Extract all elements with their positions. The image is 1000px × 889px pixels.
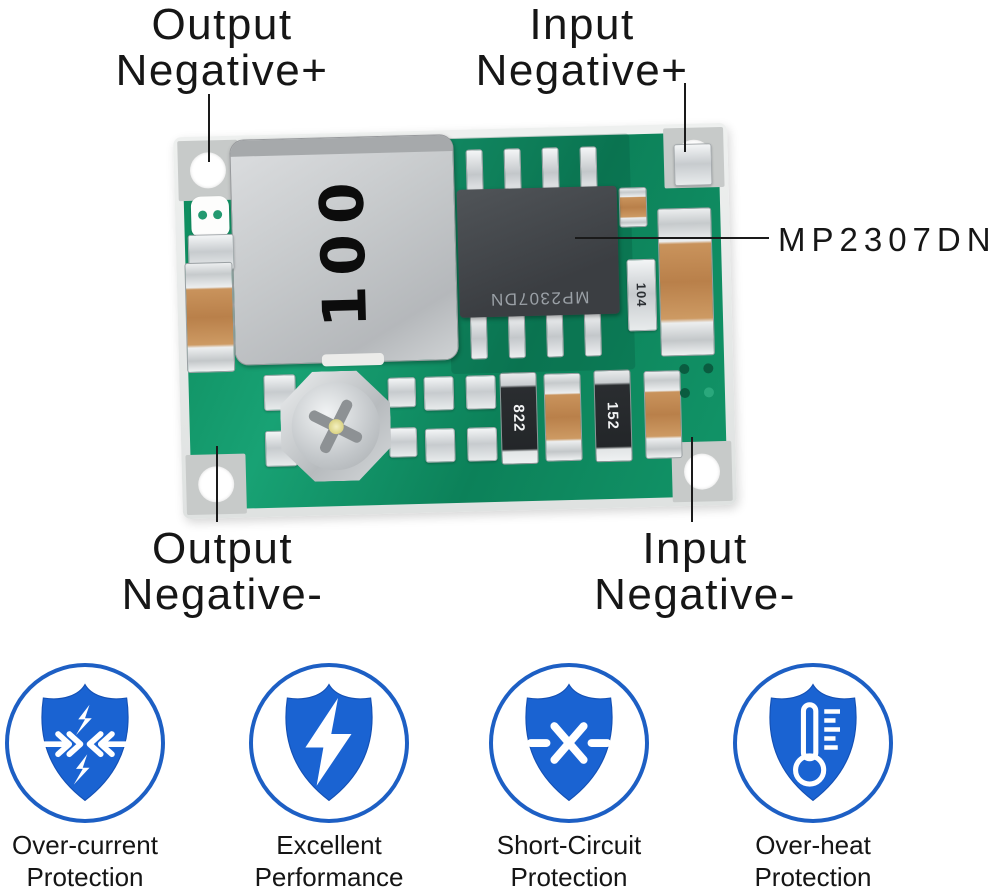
badge-label: Over-heat Protection (754, 830, 872, 889)
callout-line: Negative+ (475, 46, 689, 95)
callout-line: Negative- (121, 570, 324, 619)
chip-pin (507, 312, 526, 359)
inward-arrows-bolt-icon (39, 731, 131, 758)
leader-line-chip (575, 237, 769, 239)
badge-excellent-performance: Excellent Performance (249, 663, 413, 889)
leader-line-top-left (208, 94, 210, 162)
badge-circle (733, 663, 893, 823)
capacitor-left (184, 261, 236, 374)
component-104: 104 (626, 258, 658, 332)
badge-over-current: Over-current Protection (5, 663, 169, 889)
badge-circle (489, 663, 649, 823)
resistor-152: 152 (593, 369, 633, 463)
callout-line: Negative+ (115, 46, 329, 95)
shield-icon (285, 683, 373, 802)
lightning-bolt-icon (305, 698, 352, 786)
shield-icon (769, 683, 857, 802)
badge-label: Excellent Performance (254, 830, 404, 889)
leader-line-bottom-left (216, 446, 218, 522)
solder-pad (423, 376, 455, 411)
badge-label: Over-current Protection (12, 830, 158, 889)
shield-icon (39, 683, 131, 802)
chip-pin (545, 311, 564, 358)
callout-input-positive: Input Negative+ (462, 2, 702, 94)
shield-icon (525, 683, 613, 802)
callout-line: Input (642, 524, 748, 573)
badge-circle (249, 663, 409, 823)
capacitor-bottom-2 (643, 370, 683, 460)
badge-over-heat: Over-heat Protection (733, 663, 897, 889)
short-circuit-x-icon (526, 722, 612, 764)
badge-label: Short-Circuit Protection (496, 830, 642, 889)
callout-line: Negative- (594, 570, 796, 619)
logo-dot (213, 210, 223, 220)
callout-line: Input (529, 0, 635, 49)
callout-output-negative: Output Negative- (105, 526, 340, 618)
small-bolt-icon (76, 704, 92, 736)
callout-line: Output (151, 0, 293, 49)
leader-line-top-right (684, 83, 686, 152)
callout-input-negative: Input Negative- (575, 526, 815, 618)
inductor-marking: 100 (307, 171, 382, 329)
logo-dot (198, 210, 208, 220)
callout-output-positive: Output Negative+ (107, 2, 337, 94)
regulator-chip: MP2307DN (456, 185, 620, 318)
thermometer-icon (793, 702, 840, 787)
pcb-module: 100 MP2307DN 104 (173, 122, 737, 520)
trimmer-potentiometer (279, 370, 392, 483)
badge-short-circuit: Short-Circuit Protection (489, 663, 653, 889)
capacitor-right (657, 207, 715, 357)
capacitor-small-top (618, 186, 648, 228)
chip-pin (469, 313, 489, 360)
callout-line: Output (151, 524, 294, 573)
resistor-822: 822 (499, 371, 539, 465)
leader-line-bottom-right (691, 437, 693, 522)
solder-pad (424, 428, 456, 463)
badge-circle (5, 663, 165, 823)
inductor: 100 (229, 133, 460, 367)
chip-pin (583, 310, 602, 357)
callout-chip-name: MP2307DN (778, 221, 997, 258)
silkscreen-logo (190, 195, 230, 237)
chip-marking: MP2307DN (489, 287, 590, 310)
small-bolt-icon (73, 754, 90, 785)
solder-pad (673, 143, 713, 187)
